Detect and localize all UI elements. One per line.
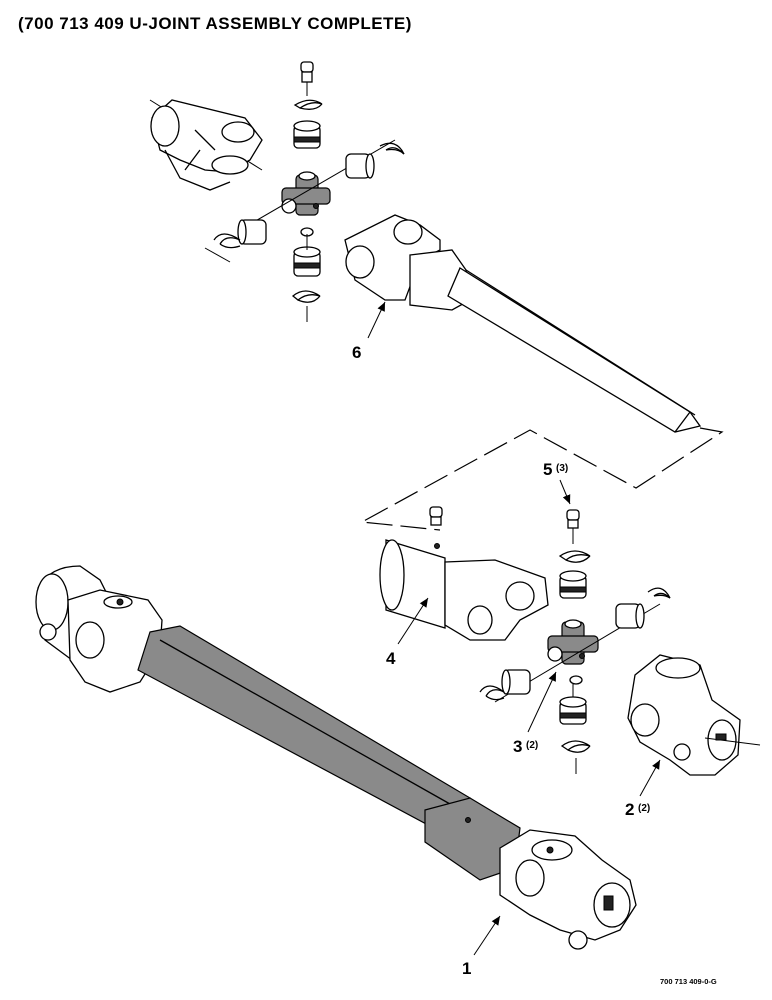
diagram-title: (700 713 409 U-JOINT ASSEMBLY COMPLETE) <box>18 14 412 33</box>
callout-2-label: 2 <box>625 800 634 819</box>
top-yoke <box>150 99 263 191</box>
callout-4-label: 4 <box>386 649 396 668</box>
cross-grease-fitting <box>566 509 580 544</box>
yoke-with-square-shaft <box>344 214 702 433</box>
lower-snap-ring-left <box>479 685 505 701</box>
top-centerline-left <box>204 247 231 263</box>
callout-5: 5 (3) <box>543 460 571 505</box>
top-snap-ring-upper <box>293 99 323 110</box>
top-snap-ring-left <box>213 233 241 249</box>
callout-4: 4 <box>386 597 429 668</box>
lower-cross <box>547 619 599 685</box>
top-assembly <box>149 61 702 433</box>
top-snap-ring-lower <box>291 290 321 322</box>
lower-snap-ring-right <box>647 587 671 599</box>
callout-1: 1 <box>462 915 501 978</box>
complete-driveline-shaft <box>35 565 637 950</box>
callout-5-label: 5 <box>543 460 552 479</box>
top-bearing-cup-right <box>345 153 375 179</box>
top-cross <box>281 171 331 237</box>
top-cross-axis <box>239 139 396 231</box>
tube-grease-fitting <box>429 506 443 526</box>
top-snap-ring-right <box>379 142 405 155</box>
assembly-link-line <box>360 427 724 531</box>
callout-2: 2 (2) <box>625 759 661 819</box>
top-bearing-cup-left <box>237 219 267 245</box>
callout-3-label: 3 <box>513 737 522 756</box>
callout-6-label: 6 <box>352 343 361 362</box>
callout-3: 3 (2) <box>513 671 557 756</box>
lower-bearing-cup-lower <box>559 696 587 725</box>
callout-3-qty: (2) <box>526 740 538 751</box>
callout-1-label: 1 <box>462 959 471 978</box>
lower-bearing-cup-right <box>615 603 645 629</box>
top-grease-fitting <box>300 61 314 96</box>
callout-2-qty: (2) <box>638 803 650 814</box>
figure-number: 700 713 409-0-G <box>660 977 717 986</box>
lower-snap-ring-upper <box>558 550 591 563</box>
callout-6: 6 <box>352 301 386 362</box>
lower-assembly <box>35 506 761 950</box>
tube-yoke <box>379 539 549 641</box>
callout-5-qty: (3) <box>556 463 568 474</box>
keyed-yoke <box>627 654 761 776</box>
top-bearing-cup-upper <box>293 120 321 149</box>
lower-bearing-cup-upper <box>559 570 587 599</box>
lower-bearing-cup-left <box>501 669 531 695</box>
top-bearing-cup-lower <box>293 246 321 277</box>
lower-snap-ring-lower <box>560 740 591 774</box>
